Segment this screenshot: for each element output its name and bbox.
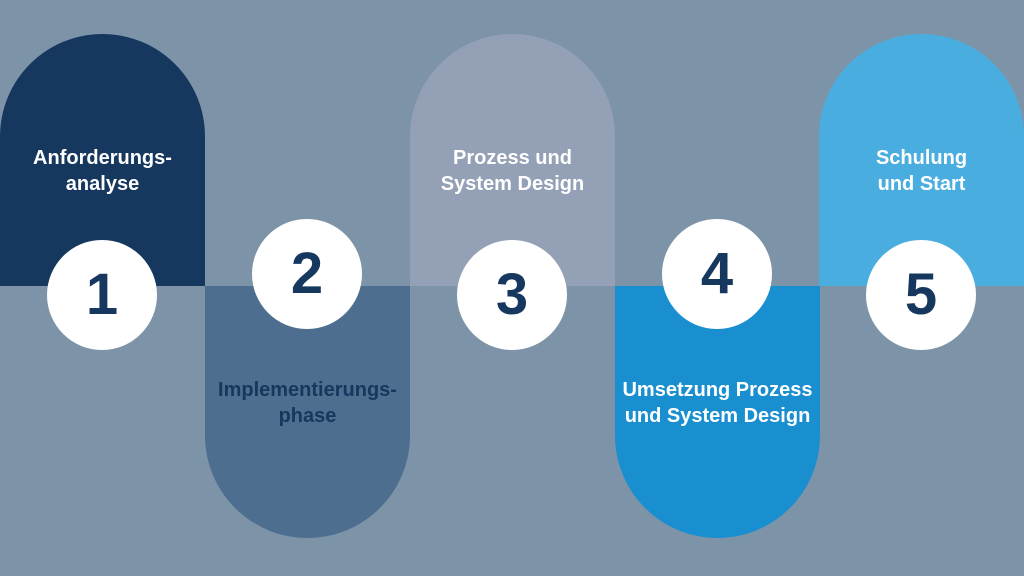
stage-5-label: Schulung und Start bbox=[875, 147, 968, 195]
stage-5-number: 5 bbox=[904, 262, 938, 327]
stage-4-label: Umsetzung Prozess und System Design bbox=[622, 379, 813, 427]
stage-4-number: 4 bbox=[700, 241, 734, 306]
stage-2-number: 2 bbox=[290, 241, 324, 306]
stage-3-label: Prozess und System Design bbox=[440, 147, 585, 195]
stage-1-number: 1 bbox=[85, 262, 119, 327]
stage-1-number-badge: 1 bbox=[47, 240, 157, 350]
stage-5-number-badge: 5 bbox=[866, 240, 976, 350]
stage-3-number-badge: 3 bbox=[457, 240, 567, 350]
stage-4-number-badge: 4 bbox=[662, 219, 772, 329]
stage-3-number: 3 bbox=[495, 262, 529, 327]
stage-2-label: Implementierungs- phase bbox=[218, 379, 397, 427]
stage-2-pill: Implementierungs- phase bbox=[205, 286, 410, 538]
stage-2-number-badge: 2 bbox=[252, 219, 362, 329]
stage-1-label: Anforderungs- analyse bbox=[33, 147, 172, 195]
